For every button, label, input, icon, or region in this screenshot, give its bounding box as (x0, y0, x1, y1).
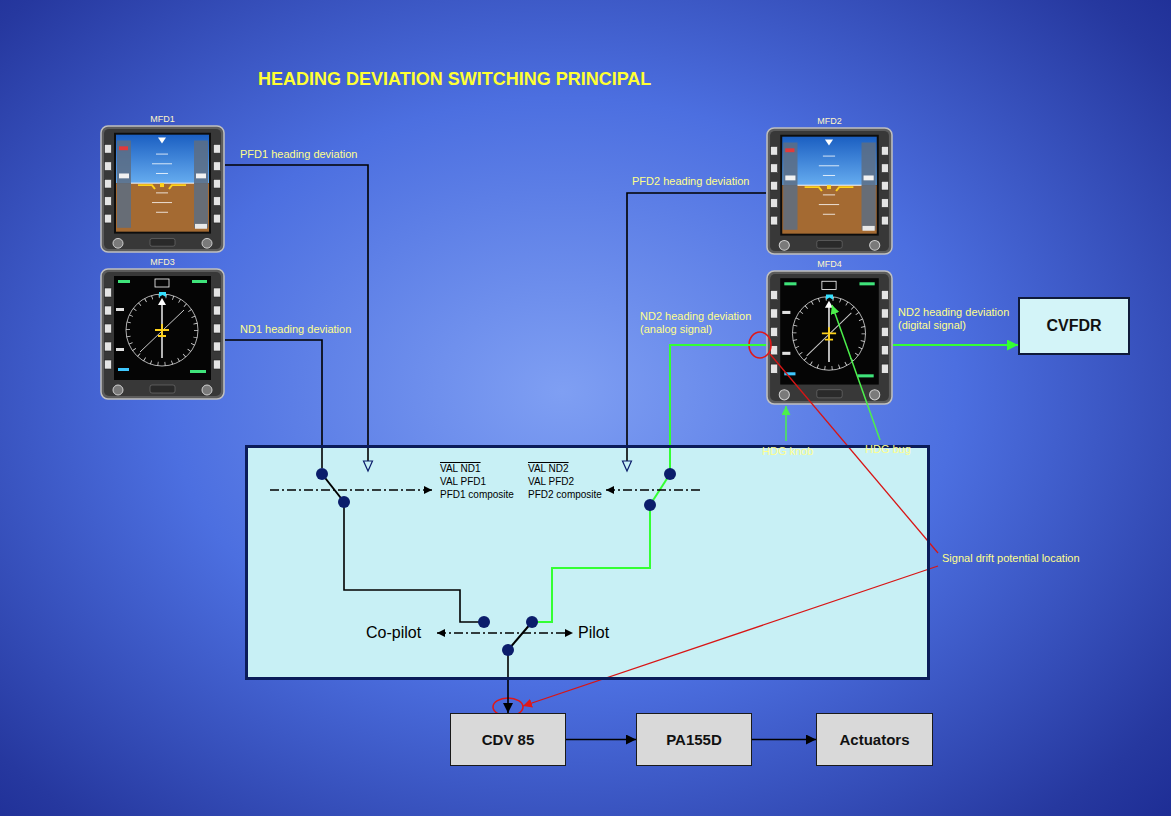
switch-label: VAL PFD2 (528, 475, 574, 488)
label-slot: PFD2 heading deviation (632, 175, 749, 188)
nd-display-picture (767, 271, 892, 404)
recorder-box: CVFDR (1018, 297, 1130, 355)
box-label: CDV 85 (482, 731, 535, 749)
switch-label: VAL ND1 (440, 462, 481, 475)
text-slot: CDV 85 (482, 731, 535, 749)
switch-label: PFD2 composite (528, 488, 602, 501)
switch-linkage (437, 632, 573, 633)
text-slot: VAL PFD2 (528, 475, 574, 488)
text-slot: PFD1 composite (440, 488, 514, 501)
switch-label: Pilot (578, 624, 609, 642)
pivot-dot (644, 499, 656, 511)
switch-contacts (316, 468, 676, 656)
signal-label: PFD1 heading deviation (240, 148, 357, 161)
unit-box: PA155D (636, 713, 752, 766)
text-slot: MFD4 (754, 259, 905, 269)
pivot-dot (502, 644, 514, 656)
signal-label: ND1 heading deviation (240, 323, 351, 336)
annotation-leaders (493, 305, 938, 716)
switch-box-fill (246, 446, 929, 679)
label-slot: HDG bug (865, 443, 911, 456)
label-slot: ND2 heading deviation (digital signal) (898, 306, 1016, 332)
text-slot: VAL ND2 (528, 462, 569, 475)
display-name: MFD4 (754, 259, 905, 269)
text-slot: Actuators (839, 731, 909, 749)
pivot-dot (338, 496, 350, 508)
signal-connector (670, 345, 766, 445)
wire (321, 445, 323, 468)
connectors (225, 165, 1018, 740)
text-slot: MFD2 (754, 116, 905, 126)
label-slot: HDG knob (762, 445, 813, 458)
text-slot: PA155D (666, 731, 722, 749)
display-name: MFD1 (88, 114, 237, 124)
contact-dot (478, 616, 490, 628)
wire (344, 502, 484, 622)
label-slot: Signal drift potential location (942, 552, 1080, 565)
text-slot: CVFDR (1046, 317, 1101, 335)
signal-connector (225, 340, 322, 445)
unit-box: CDV 85 (450, 713, 566, 766)
label-slot: ND1 heading deviation (240, 323, 351, 336)
contact-dot (664, 468, 676, 480)
display-illustrations (101, 126, 892, 404)
annotation-label: HDG knob (762, 445, 813, 458)
display-name: MFD2 (754, 116, 905, 126)
text-slot: Pilot (578, 624, 609, 642)
switch-label: Co-pilot (366, 624, 421, 642)
pfd-display-picture (767, 128, 892, 254)
switch-wiring (270, 445, 700, 680)
signal-connector (225, 165, 368, 445)
signal-label: ND2 heading deviation (analog signal) (640, 310, 762, 336)
switch-linkage (270, 489, 432, 490)
signal-connector (507, 680, 509, 713)
signal-label: PFD2 heading deviation (632, 175, 749, 188)
text-slot: MFD3 (88, 257, 237, 267)
label-slot: ND2 heading deviation (analog signal) (640, 310, 762, 336)
leader-line (523, 566, 938, 706)
text-slot: VAL PFD1 (440, 475, 486, 488)
diagram-title: HEADING DEVIATION SWITCHING PRINCIPAL (258, 68, 651, 90)
unit-box: Actuators (816, 713, 933, 766)
title-slot: HEADING DEVIATION SWITCHING PRINCIPAL (258, 68, 651, 90)
annotation-label: HDG bug (865, 443, 911, 456)
signal-connector (566, 739, 636, 741)
box-label: CVFDR (1046, 317, 1101, 335)
signal-label: ND2 heading deviation (digital signal) (898, 306, 1016, 332)
display-unit: MFD1 (100, 125, 225, 253)
display-unit: MFD3 (100, 268, 225, 400)
switch-label: VAL ND2 (528, 462, 569, 475)
text-slot: PFD2 composite (528, 488, 602, 501)
text-slot: MFD1 (88, 114, 237, 124)
label-slot: PFD1 heading deviation (240, 148, 357, 161)
text-slot: VAL ND1 (440, 462, 481, 475)
leader-line (785, 406, 787, 441)
switch-label: PFD1 composite (440, 488, 514, 501)
leader-line (832, 305, 880, 440)
signal-connector (627, 193, 766, 445)
nd-display-picture (101, 269, 224, 399)
wire (532, 505, 650, 622)
display-unit: MFD2 (766, 127, 893, 255)
switch-label: VAL PFD1 (440, 475, 486, 488)
box-label: Actuators (839, 731, 909, 749)
switch-linkage (606, 489, 700, 490)
text-slot: Co-pilot (366, 624, 421, 642)
signal-connector (752, 739, 816, 741)
contact-dot (316, 468, 328, 480)
contact-dot (526, 616, 538, 628)
box-label: PA155D (666, 731, 722, 749)
signal-connector (893, 344, 1018, 346)
annotation-label: Signal drift potential location (942, 552, 1080, 565)
display-unit: MFD4 (766, 270, 893, 405)
display-name: MFD3 (88, 257, 237, 267)
pfd-display-picture (101, 126, 224, 252)
switching-box: VAL ND1VAL PFD1PFD1 composite VAL ND2VAL … (245, 445, 930, 680)
